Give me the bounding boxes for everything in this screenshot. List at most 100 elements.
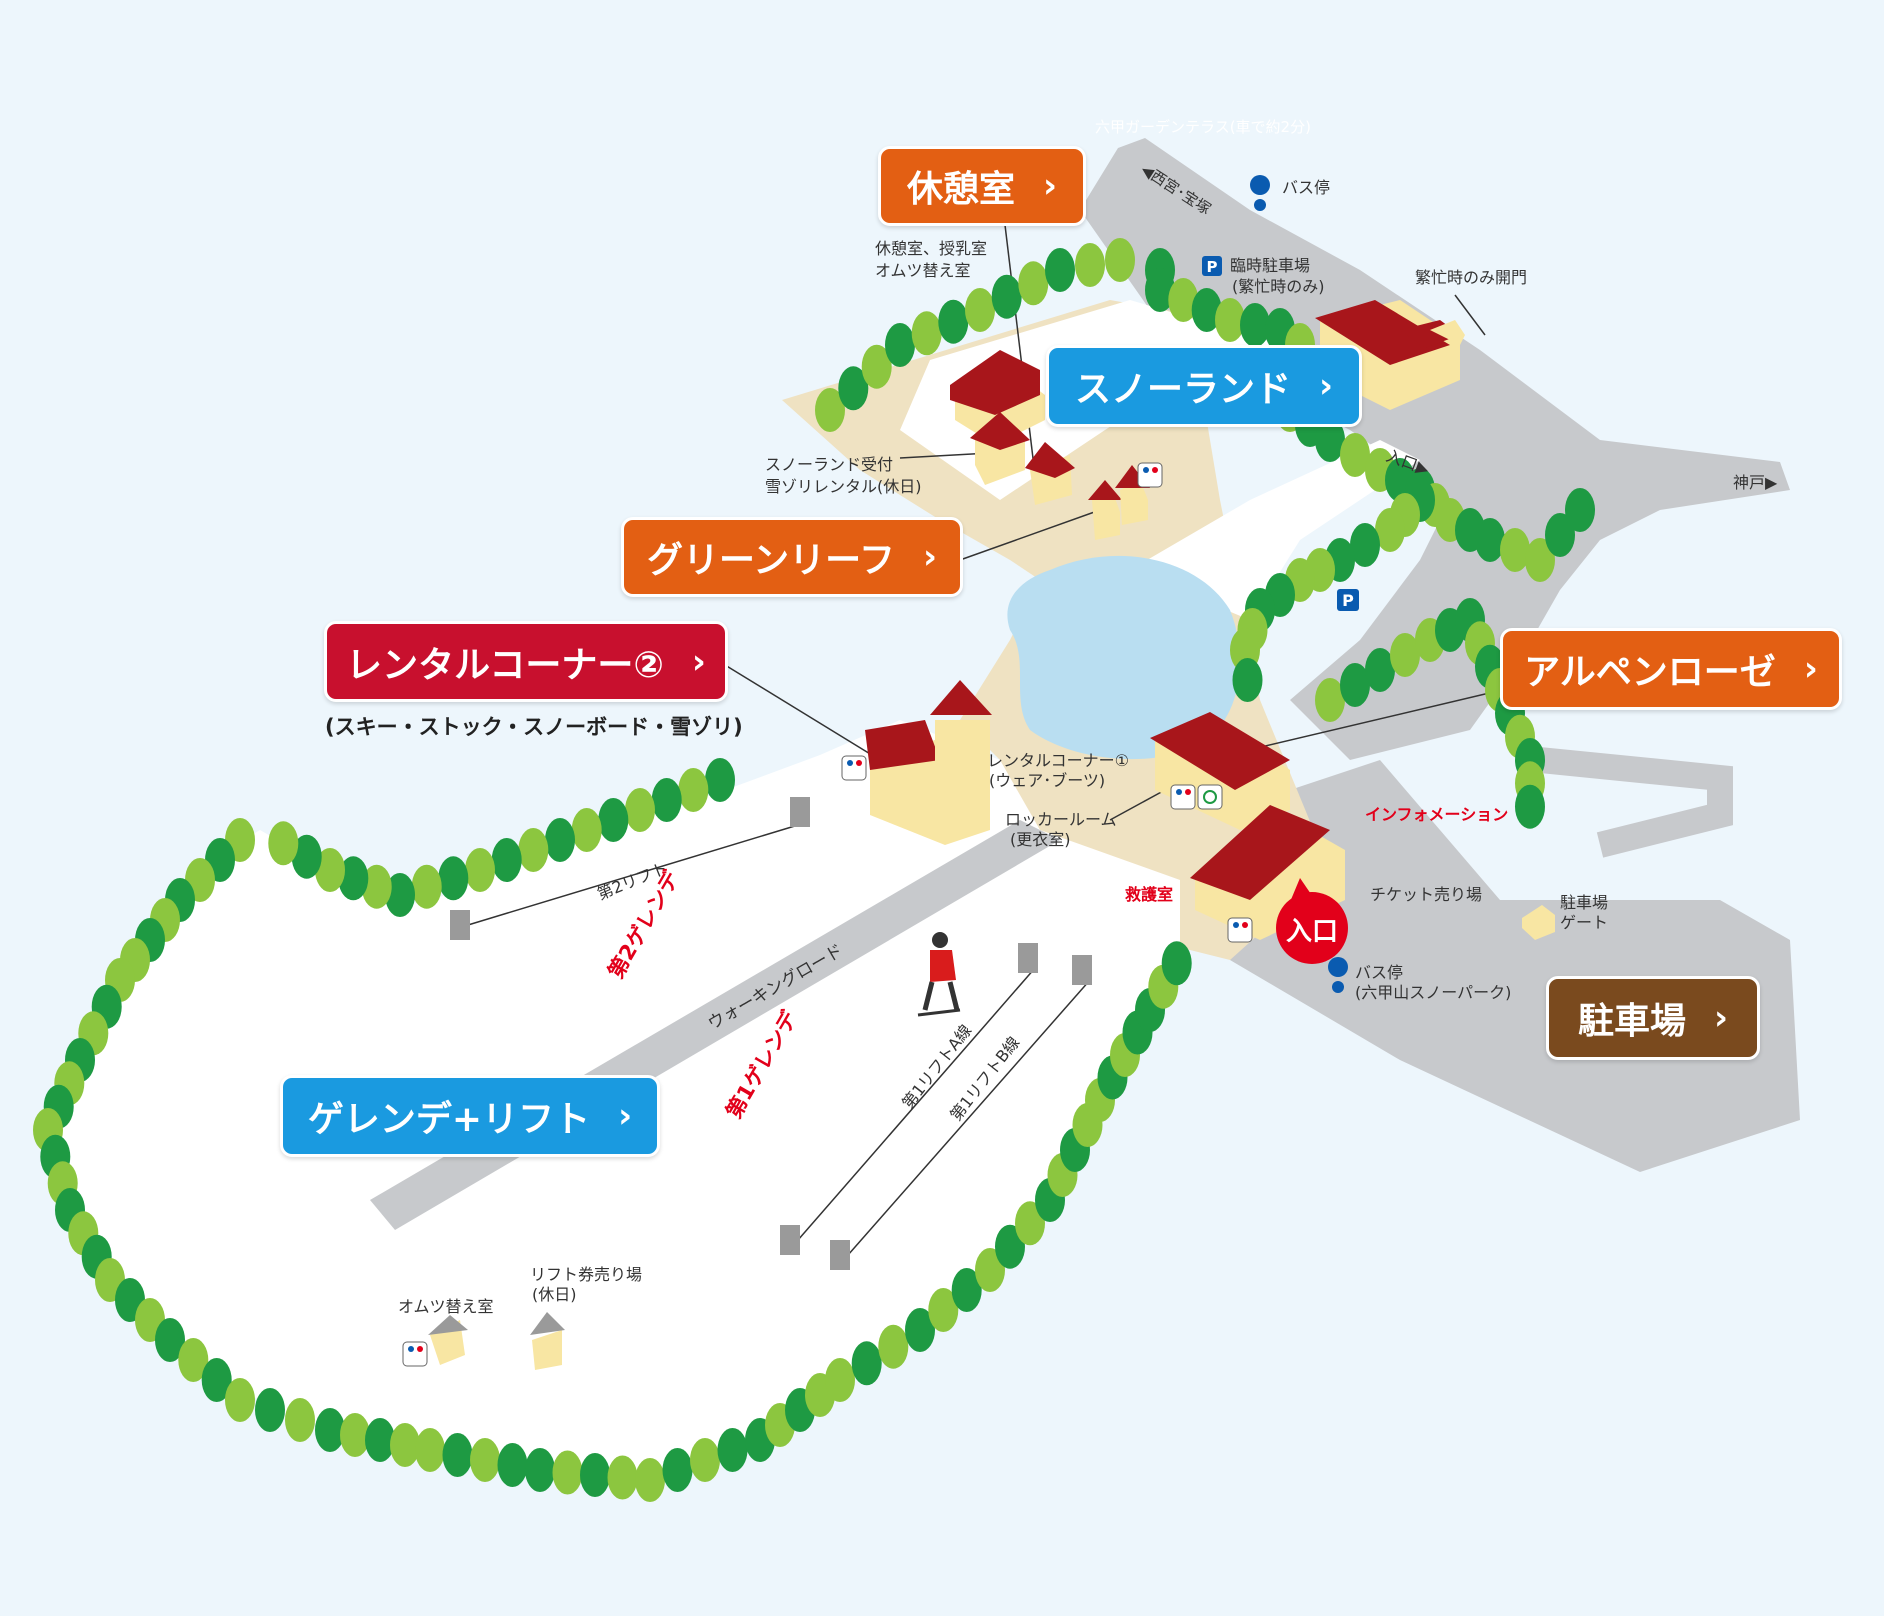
tree bbox=[1390, 633, 1420, 677]
diaper-room-building bbox=[428, 1315, 468, 1365]
tree bbox=[878, 1324, 909, 1369]
chevron-right-icon: › bbox=[923, 537, 938, 577]
tree bbox=[861, 344, 892, 389]
tree bbox=[491, 838, 522, 882]
parking-icon: P bbox=[1337, 589, 1359, 611]
road-top bbox=[1080, 138, 1790, 760]
tree bbox=[545, 818, 575, 862]
rest-room-button[interactable]: 休憩室› bbox=[878, 146, 1086, 226]
tree bbox=[1545, 513, 1575, 557]
snowland-reception-building bbox=[970, 412, 1075, 505]
tree bbox=[1240, 303, 1270, 347]
lift-station bbox=[1072, 955, 1092, 985]
lift-ticket-booth bbox=[530, 1312, 565, 1370]
rental-corner-2-building bbox=[865, 680, 992, 845]
chevron-right-icon: › bbox=[1319, 366, 1334, 406]
lift-station bbox=[830, 1240, 850, 1270]
green-leaf-building bbox=[1088, 465, 1150, 540]
wheelchair-icon bbox=[1197, 784, 1223, 810]
parking-button[interactable]: 駐車場 › bbox=[1546, 976, 1760, 1060]
tree bbox=[1161, 941, 1192, 986]
tree bbox=[705, 758, 735, 802]
tree bbox=[1191, 288, 1222, 332]
alpen-rose-button[interactable]: アルペンローゼ› bbox=[1500, 628, 1842, 710]
tree bbox=[315, 1408, 345, 1452]
slope-lift-button-label: ゲレンデ+リフト bbox=[307, 1099, 591, 1140]
tree bbox=[385, 873, 415, 917]
tree bbox=[1075, 243, 1105, 287]
parking-gate-label-2: ゲート bbox=[1560, 913, 1608, 932]
rest-room-button-label: 休憩室 bbox=[906, 169, 1015, 210]
entrance-marker: 入口 bbox=[1276, 878, 1348, 964]
road-loop bbox=[1538, 747, 1733, 858]
roads bbox=[1080, 138, 1800, 1172]
tree bbox=[1315, 678, 1345, 722]
tree bbox=[885, 323, 915, 367]
tree bbox=[255, 1388, 285, 1432]
lift-stations bbox=[450, 797, 1092, 1270]
garden-terrace-label: 六甲ガーデンテラス(車で約2分) bbox=[1095, 118, 1311, 136]
tree bbox=[1350, 523, 1380, 567]
pond bbox=[1007, 555, 1240, 760]
chevron-right-icon: › bbox=[1714, 998, 1729, 1038]
tree bbox=[995, 1224, 1025, 1269]
toilet-icon bbox=[1227, 917, 1253, 943]
tree bbox=[928, 1288, 959, 1332]
tree bbox=[571, 808, 602, 852]
tree bbox=[911, 311, 942, 356]
parking-icon: P bbox=[1202, 256, 1222, 276]
lift-ticket-label: リフト券売り場 bbox=[530, 1265, 642, 1284]
diaper-room-label: オムツ替え室 bbox=[398, 1297, 494, 1316]
parking-gate-label-1: 駐車場 bbox=[1560, 893, 1608, 912]
temp-parking-note: (繁忙時のみ) bbox=[1232, 277, 1325, 296]
tree bbox=[225, 1378, 255, 1422]
tree bbox=[662, 1448, 693, 1492]
tree bbox=[518, 828, 549, 872]
lift-lines bbox=[467, 821, 1091, 1256]
locker-room-label: ロッカールーム bbox=[1005, 810, 1117, 829]
tree bbox=[635, 1458, 665, 1502]
lift-station bbox=[1018, 943, 1038, 973]
tree bbox=[470, 1438, 500, 1482]
svg-text:P: P bbox=[1207, 258, 1218, 276]
bus-stop-icon bbox=[1328, 957, 1348, 993]
tree bbox=[1365, 648, 1395, 692]
bus-stop-bottom-label: バス停 bbox=[1355, 963, 1403, 982]
tree bbox=[678, 768, 709, 812]
tree bbox=[1168, 278, 1199, 322]
snowland-button[interactable]: スノーランド› bbox=[1046, 345, 1362, 427]
tree bbox=[285, 1398, 315, 1442]
tree bbox=[340, 1413, 370, 1457]
tree bbox=[365, 1418, 395, 1462]
tree bbox=[607, 1455, 638, 1500]
toilet-icon bbox=[1170, 784, 1196, 810]
parking-button-label: 駐車場 bbox=[1577, 1001, 1686, 1042]
rental-corner-1-label: レンタルコーナー① bbox=[987, 751, 1129, 770]
skier-icon bbox=[917, 932, 961, 1017]
tree bbox=[690, 1438, 720, 1482]
parking-gate-building bbox=[1522, 905, 1555, 940]
tree bbox=[838, 366, 869, 411]
tree bbox=[1375, 508, 1405, 552]
tree bbox=[1145, 268, 1175, 312]
green-leaf-button[interactable]: グリーンリーフ› bbox=[621, 517, 963, 597]
lift-ticket-note: (休日) bbox=[532, 1285, 577, 1304]
tree bbox=[1045, 248, 1075, 292]
tree bbox=[155, 1318, 185, 1362]
tree bbox=[1315, 418, 1345, 462]
busy-gate-label: 繁忙時のみ開門 bbox=[1415, 268, 1527, 287]
tree bbox=[1015, 1201, 1045, 1246]
chevron-right-icon: › bbox=[691, 641, 706, 682]
tree bbox=[815, 388, 845, 432]
entrance-marker-label: 入口 bbox=[1286, 917, 1338, 947]
tree bbox=[851, 1341, 882, 1386]
tree bbox=[975, 1248, 1005, 1292]
chevron-right-icon: › bbox=[1803, 649, 1818, 689]
rental-corner-2-button[interactable]: レンタルコーナー②› bbox=[324, 621, 728, 702]
tree bbox=[965, 288, 995, 332]
slope-lift-button[interactable]: ゲレンデ+リフト› bbox=[280, 1075, 660, 1157]
svg-text:P: P bbox=[1342, 591, 1354, 610]
kobe-direction-label: 神戸▶ bbox=[1733, 473, 1778, 492]
